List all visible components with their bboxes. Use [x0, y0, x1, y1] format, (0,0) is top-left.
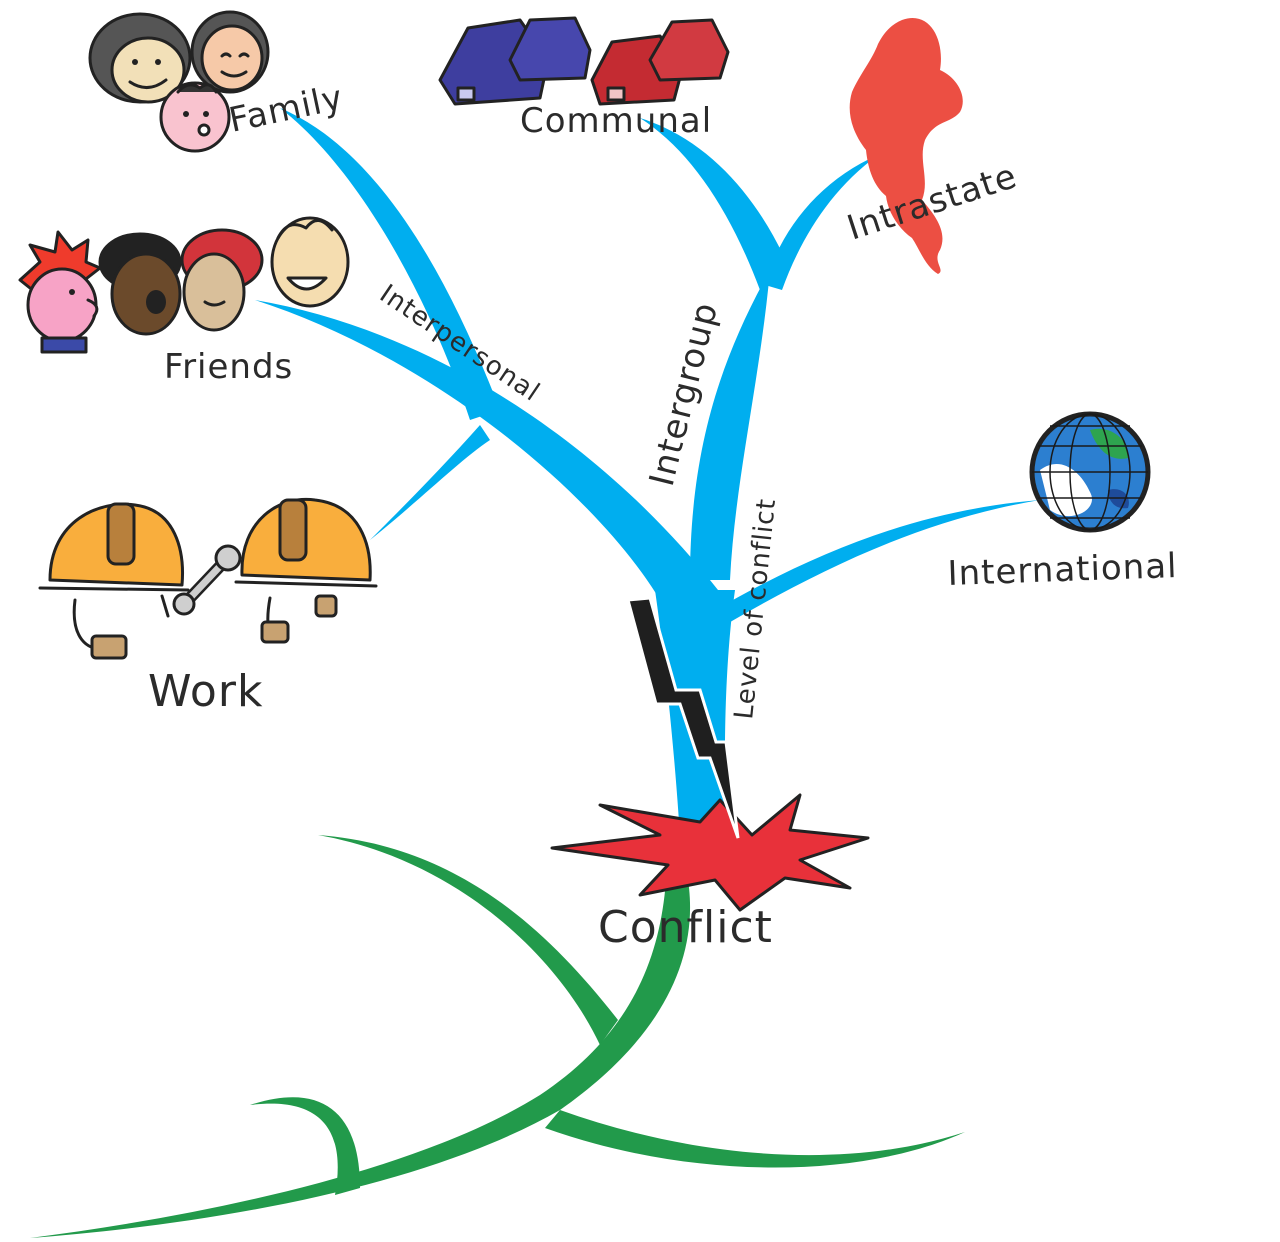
burst-icon [550, 793, 870, 912]
branch-intrastate [765, 155, 878, 290]
label-friends: Friends [164, 347, 293, 387]
hard-hats-icon [38, 497, 378, 660]
branch-family [280, 108, 500, 420]
friends-faces-icon [18, 216, 350, 354]
label-work: Work [148, 666, 263, 717]
branch-work [370, 425, 490, 540]
root-right [545, 1110, 965, 1168]
family-faces-icon [88, 10, 270, 153]
houses-icon [438, 16, 730, 106]
root-trunk [30, 880, 691, 1238]
wrench-icon [172, 544, 242, 616]
lightning-bolt-icon [626, 596, 740, 839]
globe-icon [1029, 411, 1151, 533]
root-left-up [318, 835, 618, 1045]
root-left-hook [250, 1097, 360, 1195]
map-icon [849, 18, 963, 274]
branch-interpersonal [255, 300, 718, 600]
label-conflict: Conflict [598, 902, 773, 953]
label-international: International [947, 546, 1178, 594]
branch-intergroup [690, 270, 770, 580]
branches [255, 108, 1040, 870]
branch-communal [640, 118, 790, 290]
label-communal: Communal [520, 101, 712, 141]
roots [30, 835, 965, 1238]
